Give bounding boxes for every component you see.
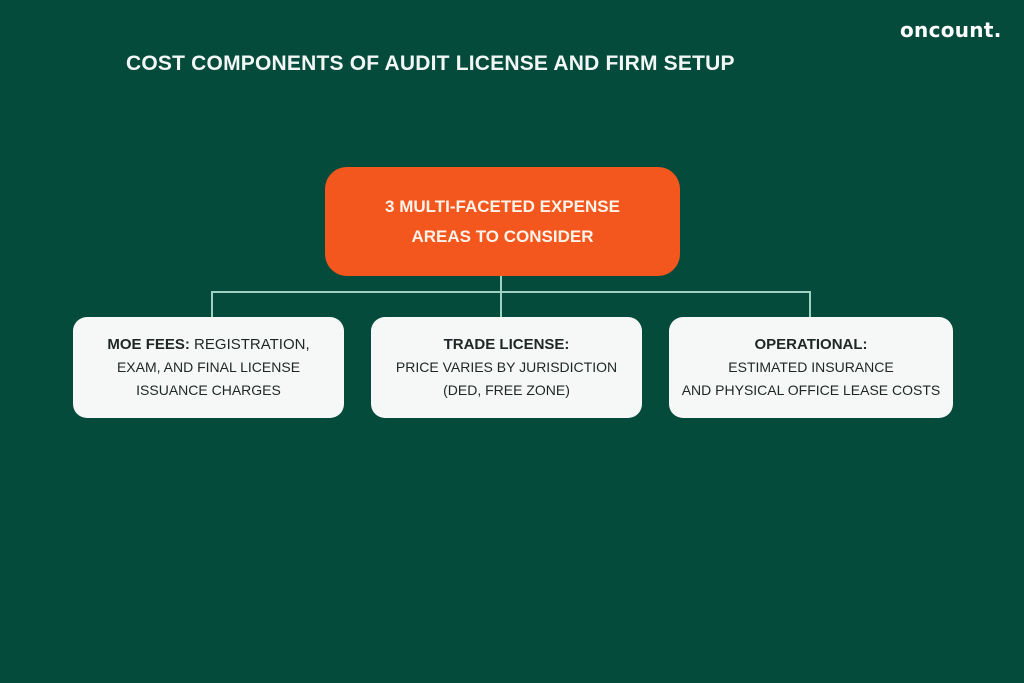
node-operational-head: OPERATIONAL: bbox=[754, 336, 868, 353]
node-moe-fees-line-2: EXAM, AND FINAL LICENSE bbox=[116, 359, 301, 375]
root-line-2: AREAS TO CONSIDER bbox=[411, 226, 594, 246]
node-operational: OPERATIONAL: ESTIMATED INSURANCE AND PHY… bbox=[669, 317, 953, 418]
node-operational-line-3: AND PHYSICAL OFFICE LEASE COSTS bbox=[681, 382, 941, 398]
connector-left bbox=[211, 291, 213, 317]
node-moe-fees: MOE FEES: REGISTRATION, EXAM, AND FINAL … bbox=[73, 317, 344, 418]
root-line-1: 3 MULTI-FACETED EXPENSE bbox=[385, 196, 620, 216]
node-moe-fees-line-3: ISSUANCE CHARGES bbox=[136, 382, 281, 398]
node-trade-license-line-3: (DED, FREE ZONE) bbox=[443, 382, 570, 398]
node-trade-license-head: TRADE LICENSE: bbox=[443, 336, 570, 353]
root-node: 3 MULTI-FACETED EXPENSE AREAS TO CONSIDE… bbox=[325, 167, 680, 276]
page-title: COST COMPONENTS OF AUDIT LICENSE AND FIR… bbox=[126, 52, 735, 75]
connector-horizontal bbox=[211, 291, 811, 293]
node-operational-line-2: ESTIMATED INSURANCE bbox=[728, 359, 894, 375]
node-moe-fees-line-1: MOE FEES: REGISTRATION, bbox=[107, 333, 309, 356]
node-trade-license-line-2: PRICE VARIES BY JURISDICTION bbox=[395, 359, 618, 375]
brand-logo: oncount. bbox=[900, 18, 1002, 42]
node-trade-license: TRADE LICENSE: PRICE VARIES BY JURISDICT… bbox=[371, 317, 642, 418]
connector-right bbox=[809, 291, 811, 317]
connector-vertical-root bbox=[500, 276, 502, 317]
node-moe-fees-head: MOE FEES: bbox=[107, 336, 190, 353]
node-moe-fees-line-1-rest: REGISTRATION, bbox=[189, 336, 310, 353]
